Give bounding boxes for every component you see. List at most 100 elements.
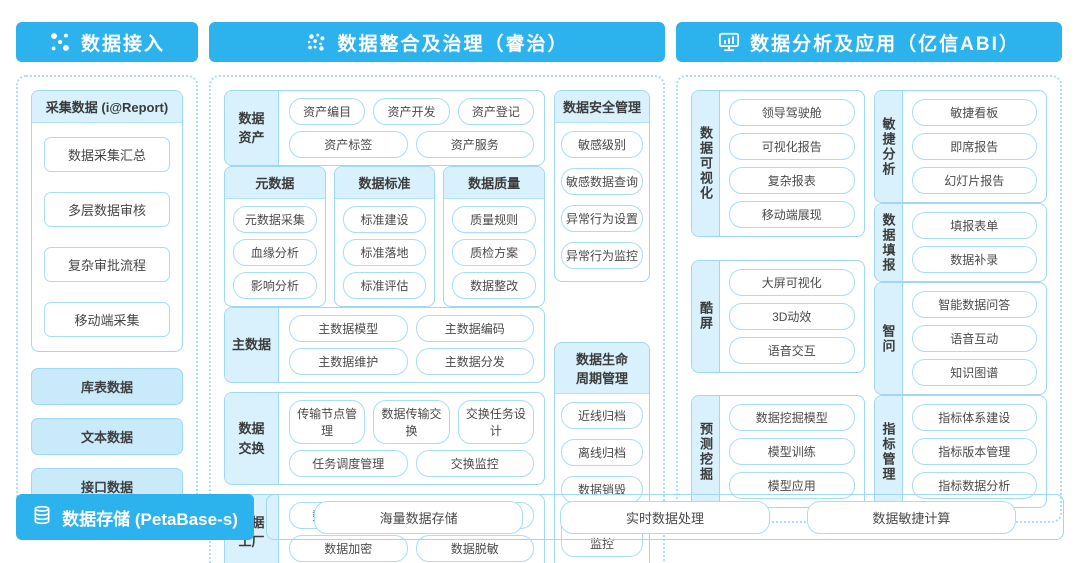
group-label: 数据 交换 bbox=[225, 393, 279, 484]
collect-box: 采集数据 (i@Report) 数据采集汇总多层数据审核复杂审批流程移动端采集 bbox=[31, 90, 183, 352]
module-item: 资产开发 bbox=[373, 98, 450, 125]
analysis-group: 预测挖掘 数据挖掘模型模型训练模型应用 bbox=[691, 395, 865, 508]
governance-panel: 数据 资产 资产编目资产开发资产登记 资产标签资产服务 元数据 bbox=[209, 75, 665, 563]
module-item: 数据销毁 bbox=[561, 476, 643, 503]
group-title: 元数据 bbox=[225, 167, 325, 199]
module-item: 复杂报表 bbox=[729, 167, 855, 194]
module-item: 智能数据问答 bbox=[911, 291, 1037, 318]
module-item: 语音互动 bbox=[911, 325, 1037, 352]
module-item: 语音交互 bbox=[729, 336, 855, 364]
data-source-item: 库表数据 bbox=[31, 368, 183, 405]
analysis-header: 数据分析及应用（亿信ABI） bbox=[676, 22, 1062, 62]
data-asset-group: 数据 资产 资产编目资产开发资产登记 资产标签资产服务 bbox=[224, 90, 545, 166]
module-item: 交换监控 bbox=[415, 450, 534, 477]
group-label: 酷屏 bbox=[692, 260, 720, 372]
module-item: 移动端展现 bbox=[729, 201, 855, 228]
group-label: 数据 资产 bbox=[225, 91, 279, 165]
module-item: 实时数据处理 bbox=[560, 500, 770, 534]
data-access-panel: 采集数据 (i@Report) 数据采集汇总多层数据审核复杂审批流程移动端采集 … bbox=[16, 75, 198, 520]
governance-main: 数据 资产 资产编目资产开发资产登记 资产标签资产服务 元数据 bbox=[224, 90, 546, 563]
analysis-group: 智问 智能数据问答语音互动知识图谱 bbox=[873, 282, 1047, 395]
labeled-group: 数据 交换 传输节点管理数据传输交换交换任务设计 任务调度管理交换监控 bbox=[224, 392, 545, 485]
module-item: 标准落地 bbox=[342, 239, 427, 266]
group-label: 数据可视化 bbox=[692, 91, 720, 236]
analysis-group: 数据填报 填报表单数据补录 bbox=[873, 203, 1047, 282]
module-item: 主数据分发 bbox=[415, 348, 534, 375]
group-title: 数据安全管理 bbox=[555, 91, 649, 123]
group-label: 智问 bbox=[874, 283, 903, 394]
module-item: 影响分析 bbox=[233, 272, 317, 299]
data-source-item: 文本数据 bbox=[31, 418, 183, 455]
column-analysis: 数据分析及应用（亿信ABI） 数据可视化 领导驾驶舱可视化报告复杂报表移动端展现… bbox=[676, 22, 1062, 523]
data-access-header: 数据接入 bbox=[16, 22, 198, 62]
module-item: 近线归档 bbox=[561, 402, 643, 429]
module-item: 知识图谱 bbox=[911, 359, 1037, 386]
storage-header: 数据存储 (PetaBase-s) bbox=[16, 494, 254, 540]
standard-group: 数据标准 标准建设标准落地标准评估 bbox=[333, 166, 436, 307]
dots-cluster-icon bbox=[305, 31, 327, 53]
module-item: 传输节点管理 bbox=[289, 400, 366, 444]
analysis-title: 数据分析及应用（亿信ABI） bbox=[750, 33, 1020, 55]
analysis-group: 数据可视化 领导驾驶舱可视化报告复杂报表移动端展现 bbox=[691, 90, 865, 237]
module-item: 指标体系建设 bbox=[911, 404, 1037, 431]
module-item: 数据敏捷计算 bbox=[806, 500, 1017, 534]
module-item: 可视化报告 bbox=[729, 133, 855, 160]
module-item: 敏捷看板 bbox=[911, 99, 1037, 126]
module-item: 数据传输交换 bbox=[373, 400, 450, 444]
module-item: 标准评估 bbox=[342, 272, 427, 299]
module-item: 领导驾驶舱 bbox=[729, 99, 855, 126]
column-governance: 数据整合及治理（睿治） 数据 资产 资产编目资产开发资产登记 资产标签资产服务 bbox=[209, 22, 665, 563]
module-item: 数据补录 bbox=[911, 246, 1037, 273]
analysis-group: 敏捷分析 敏捷看板即席报告幻灯片报告 bbox=[873, 90, 1047, 203]
module-item: 大屏可视化 bbox=[729, 268, 855, 296]
module-item: 3D动效 bbox=[729, 302, 855, 330]
module-item: 主数据维护 bbox=[289, 348, 408, 375]
module-item: 填报表单 bbox=[911, 212, 1037, 239]
module-item: 复杂审批流程 bbox=[44, 247, 170, 282]
module-item: 血缘分析 bbox=[233, 239, 317, 266]
labeled-group: 主数据 主数据模型主数据编码 主数据维护主数据分发 bbox=[224, 307, 545, 383]
module-item: 敏感数据查询 bbox=[561, 168, 643, 195]
group-label: 指标管理 bbox=[874, 396, 903, 507]
storage-section: 数据存储 (PetaBase-s) 海量数据存储 实时数据处理 数据敏捷计算 bbox=[16, 494, 1064, 540]
data-access-title: 数据接入 bbox=[80, 33, 165, 55]
group-label: 预测挖掘 bbox=[692, 396, 720, 507]
module-item: 资产标签 bbox=[289, 131, 408, 158]
top-section: 数据接入 采集数据 (i@Report) 数据采集汇总多层数据审核复杂审批流程移… bbox=[16, 22, 1064, 563]
module-item: 主数据模型 bbox=[289, 315, 408, 342]
network-nodes-icon bbox=[49, 31, 71, 53]
governance-header: 数据整合及治理（睿治） bbox=[209, 22, 665, 62]
group-title: 数据质量 bbox=[444, 167, 545, 199]
module-item: 离线归档 bbox=[561, 439, 643, 466]
module-item: 指标版本管理 bbox=[911, 438, 1037, 465]
analysis-panel: 数据可视化 领导驾驶舱可视化报告复杂报表移动端展现 酷屏 大屏可视化 3D动效语音… bbox=[676, 75, 1062, 523]
module-item: 敏感级别 bbox=[561, 131, 643, 158]
module-item: 即席报告 bbox=[911, 133, 1037, 160]
module-item: 异常行为设置 bbox=[561, 205, 643, 232]
governance-title: 数据整合及治理（睿治） bbox=[337, 33, 569, 55]
module-item: 异常行为监控 bbox=[561, 242, 643, 269]
module-item: 交换任务设计 bbox=[457, 400, 534, 444]
module-item: 数据整改 bbox=[452, 272, 537, 299]
module-item: 质检方案 bbox=[452, 239, 537, 266]
module-item: 移动端采集 bbox=[44, 302, 170, 337]
module-item: 主数据编码 bbox=[415, 315, 534, 342]
module-item: 多层数据审核 bbox=[44, 192, 170, 227]
module-item: 数据挖掘模型 bbox=[729, 404, 855, 431]
module-item: 资产服务 bbox=[415, 131, 534, 158]
group-label: 主数据 bbox=[225, 308, 279, 382]
module-item: 海量数据存储 bbox=[313, 500, 524, 534]
module-item: 数据采集汇总 bbox=[44, 137, 170, 172]
module-item: 资产登记 bbox=[457, 98, 534, 125]
module-item: 资产编目 bbox=[289, 98, 366, 125]
module-item: 标准建设 bbox=[342, 206, 427, 233]
column-data-access: 数据接入 采集数据 (i@Report) 数据采集汇总多层数据审核复杂审批流程移… bbox=[16, 22, 198, 520]
module-item: 幻灯片报告 bbox=[911, 167, 1037, 194]
side-group: 数据安全管理 敏感级别敏感数据查询异常行为设置异常行为监控 bbox=[554, 90, 650, 282]
collect-box-title: 采集数据 (i@Report) bbox=[32, 91, 182, 123]
module-item: 质量规则 bbox=[452, 206, 537, 233]
analysis-group: 酷屏 大屏可视化 3D动效语音交互 bbox=[691, 259, 865, 373]
module-item: 元数据采集 bbox=[233, 206, 317, 233]
monitor-chart-icon bbox=[718, 31, 740, 53]
